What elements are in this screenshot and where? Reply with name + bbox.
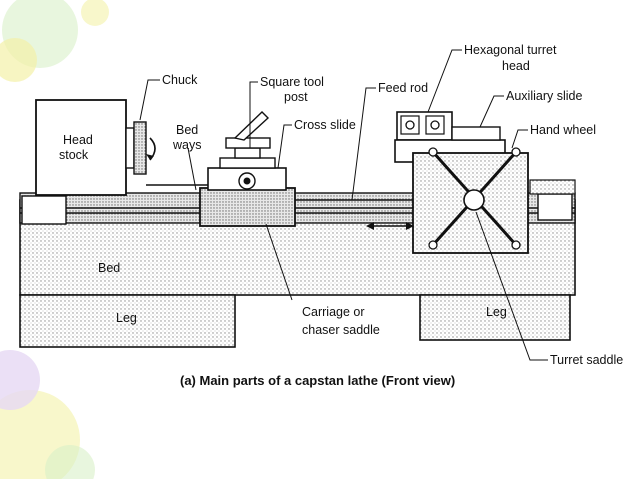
label-hex-turret-2: head: [502, 59, 530, 73]
label-bed-ways-1: Bed: [176, 123, 198, 137]
label-hex-turret-1: Hexagonal turret: [464, 43, 557, 57]
label-feed-rod: Feed rod: [378, 81, 428, 95]
label-cross-slide: Cross slide: [294, 118, 356, 132]
label-bed-ways-2: ways: [172, 138, 201, 152]
label-chuck: Chuck: [162, 73, 198, 87]
label-leg-left: Leg: [116, 311, 137, 325]
carriage: [199, 111, 296, 227]
label-head-stock-1: Head: [63, 133, 93, 147]
lathe-legs: [19, 294, 571, 348]
label-auxiliary-slide: Auxiliary slide: [506, 89, 582, 103]
label-bed: Bed: [98, 261, 120, 275]
background-decoration: [0, 0, 109, 479]
diagram-caption: (a) Main parts of a capstan lathe (Front…: [180, 373, 455, 388]
label-turret-saddle: Turret saddle: [550, 353, 623, 367]
turret-assembly: [394, 111, 529, 254]
label-head-stock-2: stock: [59, 148, 89, 162]
label-square-tool-post-1: Square tool: [260, 75, 324, 89]
label-leg-right: Leg: [486, 305, 507, 319]
head-stock: [35, 99, 210, 196]
leader-lines: [139, 49, 548, 361]
label-carriage-2: chaser saddle: [302, 323, 380, 337]
label-hand-wheel: Hand wheel: [530, 123, 596, 137]
part-labels: Head stock Chuck Bed ways Square tool po…: [59, 43, 623, 367]
label-carriage-1: Carriage or: [302, 305, 365, 319]
movement-arrow: [366, 222, 414, 230]
label-square-tool-post-2: post: [284, 90, 308, 104]
